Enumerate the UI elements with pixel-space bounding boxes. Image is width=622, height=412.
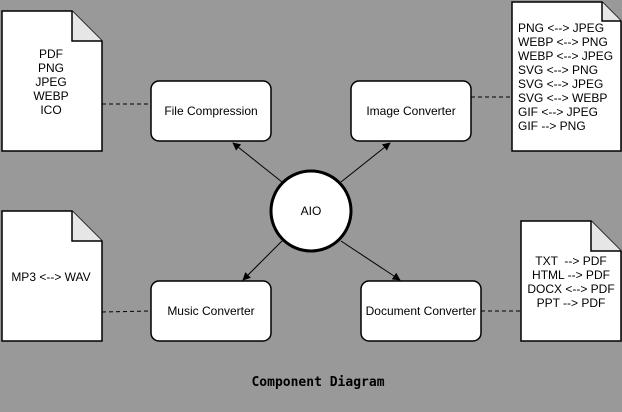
note-line: HTML --> PDF bbox=[532, 268, 610, 282]
note-line: MP3 <--> WAV bbox=[11, 270, 90, 284]
music-converter-box[interactable]: Music Converter bbox=[150, 280, 272, 342]
connector-music-converter-note bbox=[101, 310, 152, 313]
note-line: ICO bbox=[40, 103, 61, 117]
document-converter-label: Document Converter bbox=[366, 304, 477, 318]
note-line: PPT --> PDF bbox=[537, 296, 606, 310]
arrow-to-file-compression bbox=[232, 142, 283, 183]
note-line: GIF --> PNG bbox=[518, 119, 586, 133]
image-converter-label: Image Converter bbox=[366, 104, 455, 118]
note-line: PDF bbox=[39, 47, 63, 61]
music-converter-label: Music Converter bbox=[167, 304, 254, 318]
note-line: TXT --> PDF bbox=[535, 254, 606, 268]
file-compression-label: File Compression bbox=[164, 104, 257, 118]
note-line: WEBP bbox=[33, 89, 68, 103]
note-line: DOCX <--> PDF bbox=[527, 282, 614, 296]
note-line: WEBP <--> PNG bbox=[518, 35, 608, 49]
hub-label: AIO bbox=[301, 204, 322, 218]
note-line: JPEG bbox=[35, 75, 66, 89]
document-converter-box[interactable]: Document Converter bbox=[360, 280, 482, 342]
arrow-to-music-converter bbox=[242, 240, 283, 281]
file-compression-box[interactable]: File Compression bbox=[150, 80, 272, 142]
arrow-to-image-converter bbox=[340, 142, 391, 183]
note-line: PNG bbox=[38, 61, 64, 75]
note-line: WEBP <--> JPEG bbox=[518, 49, 613, 63]
image-converter-box[interactable]: Image Converter bbox=[350, 80, 472, 142]
diagram-caption: Component Diagram bbox=[251, 375, 384, 390]
note-line: SVG <--> WEBP bbox=[518, 91, 607, 105]
arrow-to-document-converter bbox=[340, 240, 401, 281]
note-line: SVG <--> JPEG bbox=[518, 77, 603, 91]
note-line: GIF <--> JPEG bbox=[518, 105, 598, 119]
note-line: SVG <--> PNG bbox=[518, 63, 598, 77]
hub-node[interactable]: AIO bbox=[269, 169, 353, 253]
music-converter-note: MP3 <--> WAV bbox=[1, 210, 103, 342]
note-line: PNG <--> JPEG bbox=[518, 21, 604, 35]
